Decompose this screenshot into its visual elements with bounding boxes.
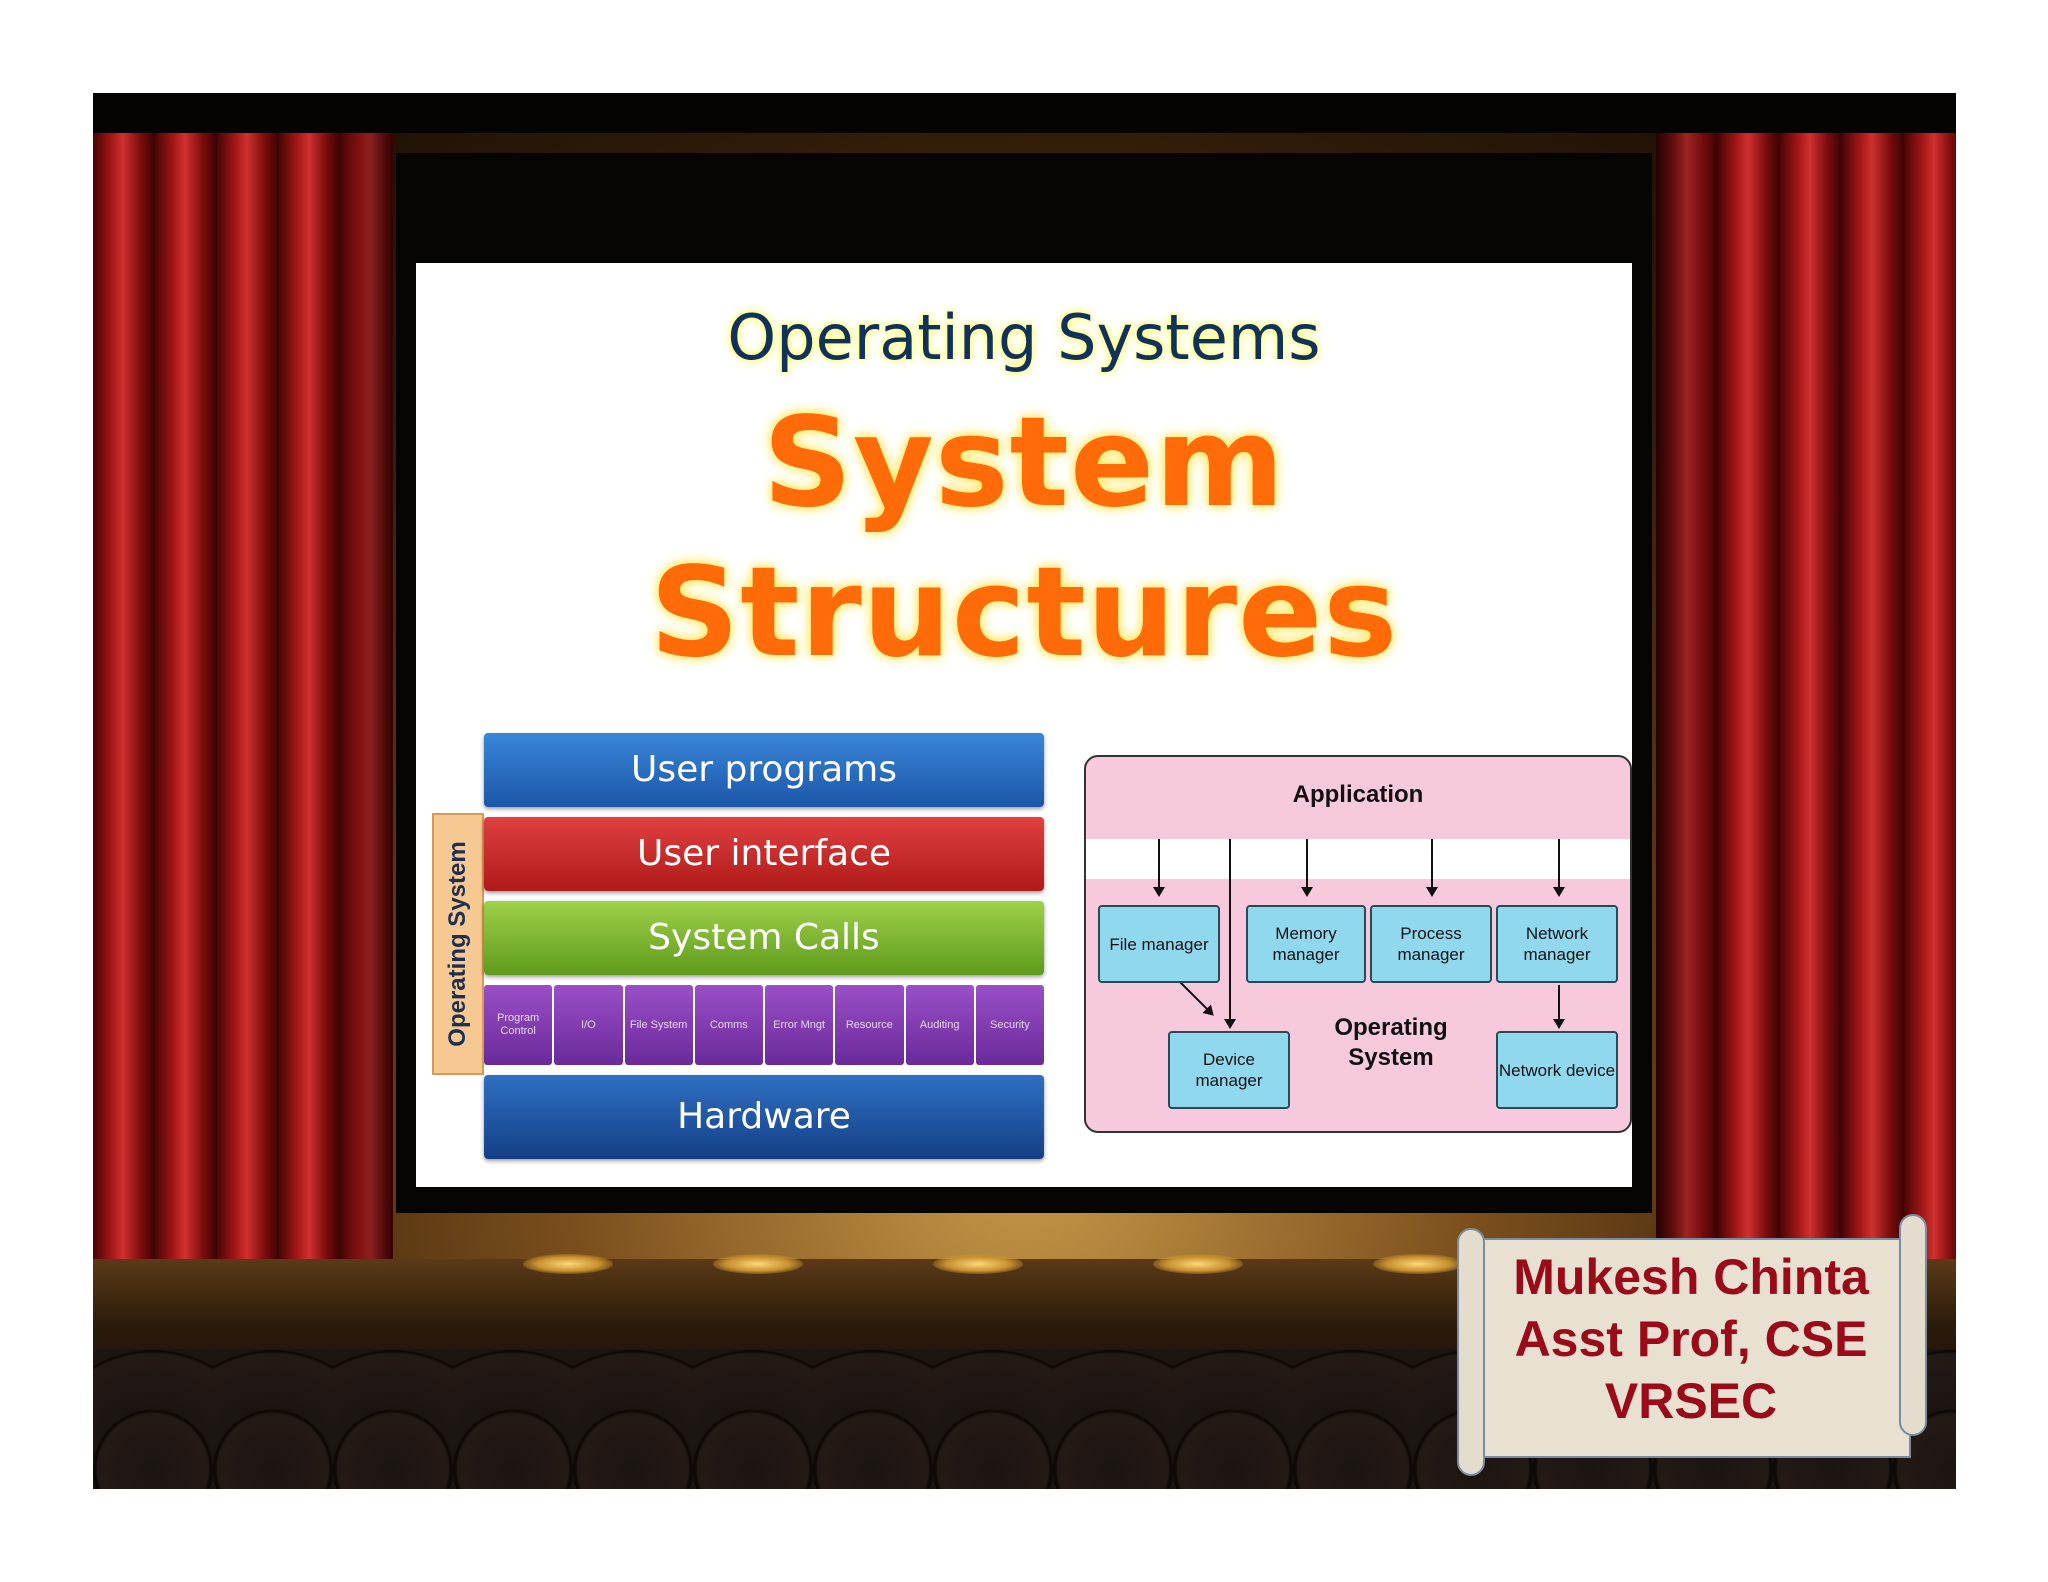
right-curtain xyxy=(1656,93,1956,1353)
author-scroll: Mukesh Chinta Asst Prof, CSE VRSEC xyxy=(1447,1214,1931,1476)
arrow xyxy=(1176,978,1214,1016)
hardware-layer: Hardware xyxy=(484,1075,1044,1159)
stage-light xyxy=(933,1254,1023,1274)
os-services-row: Program Control I/O File System Comms Er… xyxy=(484,985,1044,1065)
author-credits: Mukesh Chinta Asst Prof, CSE VRSEC xyxy=(1471,1246,1911,1432)
scroll-parchment xyxy=(1471,1238,1911,1458)
projection-screen-frame: Operating Systems System Structures Oper… xyxy=(396,153,1652,1213)
system-calls-layer: System Calls xyxy=(484,901,1044,975)
user-programs-layer: User programs xyxy=(484,733,1044,807)
service-comms: Comms xyxy=(694,985,763,1065)
memory-manager-box: Memory manager xyxy=(1246,905,1366,983)
stage-light xyxy=(1373,1254,1463,1274)
process-manager-box: Process manager xyxy=(1370,905,1492,983)
stage-light xyxy=(1153,1254,1243,1274)
stage-light xyxy=(523,1254,613,1274)
service-io: I/O xyxy=(554,985,623,1065)
arrow xyxy=(1426,839,1438,897)
operating-system-label: Operating System xyxy=(1334,1014,1448,1071)
service-program-control: Program Control xyxy=(484,985,553,1065)
arrow xyxy=(1553,985,1565,1029)
scroll-left-roll xyxy=(1457,1228,1485,1476)
service-file-system: File System xyxy=(624,985,693,1065)
device-manager-box: Device manager xyxy=(1168,1031,1290,1109)
slide-subtitle: Operating Systems xyxy=(727,301,1321,374)
arrow xyxy=(1153,839,1165,897)
file-manager-box: File manager xyxy=(1098,905,1220,983)
author-name: Mukesh Chinta xyxy=(1513,1249,1869,1305)
stage-light xyxy=(713,1254,803,1274)
stage-valance xyxy=(93,93,1956,133)
network-device-box: Network device xyxy=(1496,1031,1618,1109)
slide-title-line2: Structures xyxy=(649,541,1399,685)
operating-system-side-label: Operating System xyxy=(432,813,484,1075)
author-institution: VRSEC xyxy=(1604,1373,1778,1429)
service-error-mngt: Error Mngt xyxy=(765,985,834,1065)
user-interface-layer: User interface xyxy=(484,817,1044,891)
author-position: Asst Prof, CSE xyxy=(1514,1311,1868,1367)
operating-system-label-text: Operating System xyxy=(444,841,471,1047)
scroll-right-roll xyxy=(1899,1214,1927,1436)
arrow xyxy=(1301,839,1313,897)
service-security: Security xyxy=(975,985,1044,1065)
network-manager-box: Network manager xyxy=(1496,905,1618,983)
service-resource: Resource xyxy=(835,985,904,1065)
application-box: Application xyxy=(1292,781,1424,808)
diagram-separator xyxy=(1086,839,1630,879)
arrow xyxy=(1224,839,1236,1029)
left-curtain xyxy=(93,93,393,1353)
os-layers-diagram: Operating System User programs User inte… xyxy=(432,733,1044,1161)
os-architecture-diagram: Application File manager Memory manager … xyxy=(1084,755,1632,1133)
service-auditing: Auditing xyxy=(905,985,974,1065)
slide-title-line1: System xyxy=(762,391,1286,535)
arrow xyxy=(1553,839,1565,897)
projection-screen: Operating Systems System Structures Oper… xyxy=(416,263,1632,1187)
